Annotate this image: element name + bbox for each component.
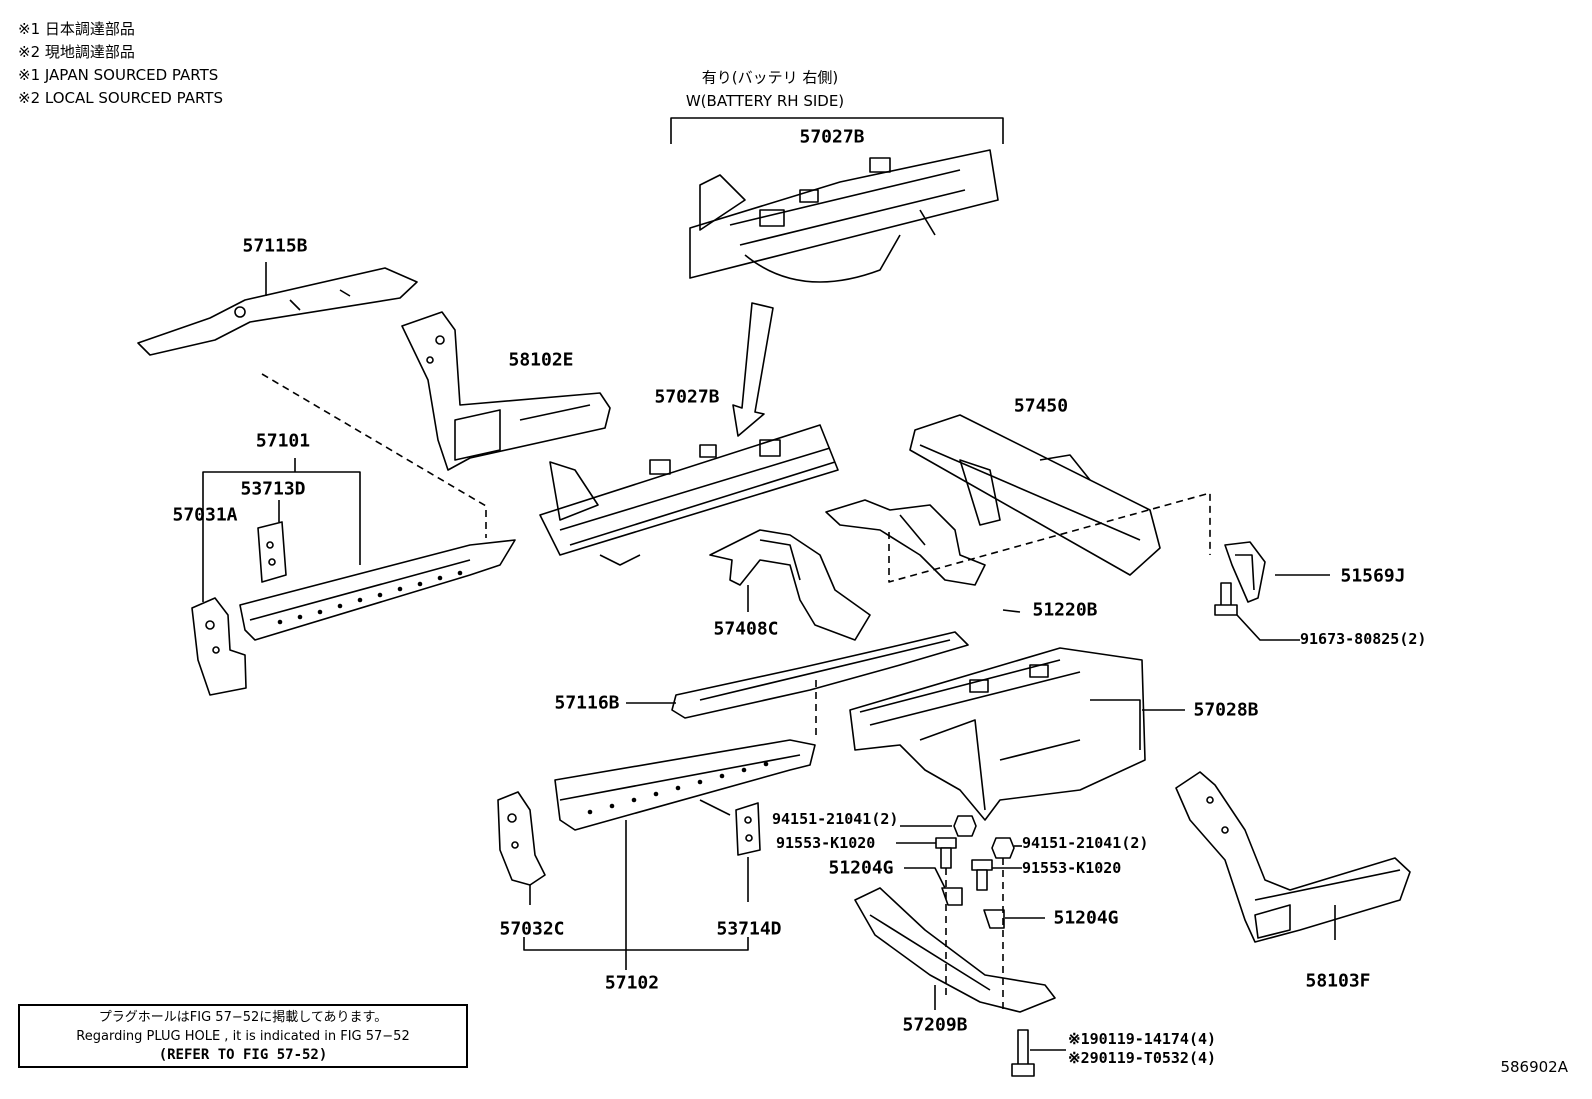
nut-94151-left <box>953 815 977 837</box>
part-57116B-shape <box>671 631 969 719</box>
label-90119-14174[interactable]: ※190119-14174(4) <box>1068 1030 1217 1048</box>
part-57027B-mid-shape <box>539 424 839 566</box>
label-57408C[interactable]: 57408C <box>713 618 779 640</box>
part-57028B-shape <box>849 647 1146 821</box>
label-57027B-mid[interactable]: 57027B <box>654 386 720 408</box>
part-51204G-left-shape <box>941 887 963 906</box>
label-51204G-right[interactable]: 51204G <box>1053 907 1119 929</box>
legend-line-1: ※1 日本調達部品 <box>18 20 135 38</box>
label-57028B[interactable]: 57028B <box>1193 699 1259 721</box>
label-51569J[interactable]: 51569J <box>1340 565 1406 587</box>
label-90119-T0532[interactable]: ※290119-T0532(4) <box>1068 1049 1217 1067</box>
label-57450[interactable]: 57450 <box>1013 395 1069 417</box>
dashed-57115B <box>261 373 487 538</box>
dashed-51220B <box>888 492 1211 583</box>
part-53714D-shape <box>735 802 761 856</box>
label-57115B[interactable]: 57115B <box>242 235 308 257</box>
legend-line-4: ※2 LOCAL SOURCED PARTS <box>18 89 223 107</box>
label-57032C[interactable]: 57032C <box>499 918 565 940</box>
part-57115B-shape <box>137 267 418 356</box>
label-57209B[interactable]: 57209B <box>902 1014 968 1036</box>
label-57101[interactable]: 57101 <box>255 430 311 452</box>
nut-94151-right <box>991 837 1015 859</box>
legend-line-2: ※2 現地調達部品 <box>18 43 135 61</box>
legend-line-3: ※1 JAPAN SOURCED PARTS <box>18 66 219 84</box>
label-53714D[interactable]: 53714D <box>716 918 782 940</box>
label-91553-K1020-left[interactable]: 91553-K1020 <box>776 834 876 852</box>
bolt-91673 <box>1214 582 1238 616</box>
part-57450-shape <box>909 414 1161 576</box>
part-53713D-shape <box>257 521 287 583</box>
figure-code: 586902A <box>1500 1058 1568 1076</box>
part-57031A-shape <box>191 597 247 696</box>
label-51204G-left[interactable]: 51204G <box>828 857 894 879</box>
label-53713D[interactable]: 53713D <box>240 478 306 500</box>
label-94151-21041-left[interactable]: 94151-21041(2) <box>772 810 899 828</box>
part-57408C-shape <box>709 529 871 641</box>
bracket-57101 <box>202 471 361 602</box>
bracket-57102 <box>523 937 749 951</box>
bolt-91553-left <box>935 837 957 869</box>
part-51204G-right-shape <box>983 909 1005 929</box>
note-en: Regarding PLUG HOLE , it is indicated in… <box>76 1029 410 1044</box>
part-58103F-shape <box>1175 771 1411 943</box>
part-57102-rail <box>554 739 816 831</box>
part-57101-rail <box>239 539 516 641</box>
label-57027B-top[interactable]: 57027B <box>799 126 865 148</box>
part-58102E-shape <box>401 311 611 471</box>
bolt-90119 <box>1011 1029 1035 1077</box>
part-51569J-shape <box>1224 541 1266 603</box>
header-jp: 有り(バッテリ 右側) <box>701 68 839 87</box>
down-arrow <box>732 302 774 437</box>
legend: ※1 日本調達部品 ※2 現地調達部品 ※1 JAPAN SOURCED PAR… <box>18 18 223 110</box>
note-ref-link[interactable]: (REFER TO FIG 57-52) <box>158 1047 328 1063</box>
part-57209B-shape <box>854 887 1056 1013</box>
note-jp: プラグホールはFIG 57−52に掲載してあります。 <box>98 1010 388 1025</box>
battery-bracket <box>670 117 1004 144</box>
part-57032C-shape <box>497 791 546 886</box>
part-57027B-top-shape <box>689 149 999 283</box>
label-91673-80825[interactable]: 91673-80825(2) <box>1300 630 1427 648</box>
label-58102E[interactable]: 58102E <box>508 349 574 371</box>
header-en: W(BATTERY RH SIDE) <box>685 92 845 110</box>
label-51220B[interactable]: 51220B <box>1032 599 1098 621</box>
label-91553-K1020-right[interactable]: 91553-K1020 <box>1022 859 1122 877</box>
label-57031A[interactable]: 57031A <box>172 504 238 526</box>
label-58103F[interactable]: 58103F <box>1305 970 1371 992</box>
part-51220B-shape <box>825 499 986 586</box>
label-94151-21041-right[interactable]: 94151-21041(2) <box>1022 834 1149 852</box>
plug-hole-note: プラグホールはFIG 57−52に掲載してあります。 Regarding PLU… <box>18 1004 468 1068</box>
bolt-91553-right <box>971 859 993 891</box>
label-57116B[interactable]: 57116B <box>554 692 620 714</box>
label-57102[interactable]: 57102 <box>604 972 660 994</box>
